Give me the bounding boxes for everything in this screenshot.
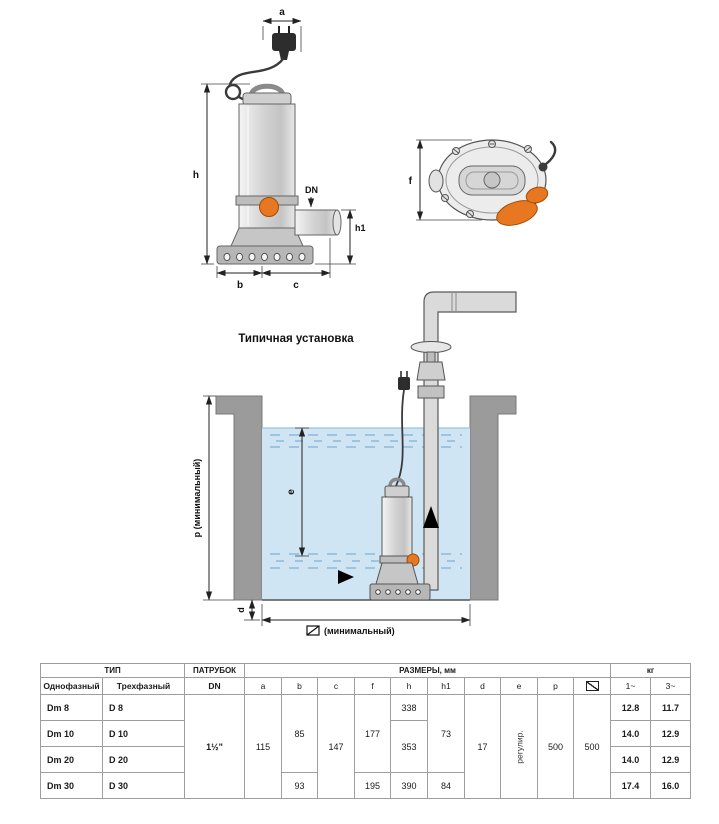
dim-b-label: b xyxy=(237,280,243,291)
cell-model-three: D 30 xyxy=(101,772,186,799)
dimensions-table: ТИП ПАТРУБОК РАЗМЕРЫ, мм кг Однофазный Т… xyxy=(39,663,692,799)
pit-size-icon xyxy=(585,681,599,692)
cell-model-three: D 20 xyxy=(101,746,186,773)
col-p: p xyxy=(537,677,575,695)
installation-diagram: Типичная установка xyxy=(192,291,517,636)
col-dn: DN xyxy=(184,677,246,695)
col-kg-single: 1~ xyxy=(610,677,652,695)
cell-kg3: 12.9 xyxy=(650,720,692,747)
cell-h: 390 xyxy=(390,772,429,799)
col-h: h xyxy=(390,677,429,695)
outlet-port xyxy=(294,209,338,236)
pump-in-pit xyxy=(369,477,431,601)
water xyxy=(262,428,470,600)
col-e: e xyxy=(500,677,539,695)
cell-p: 500 xyxy=(537,694,575,799)
table-row: Dm 20 D 20 14.0 12.9 xyxy=(40,746,692,773)
cell-kg3: 16.0 xyxy=(650,772,692,799)
adjustable-label: регулир. xyxy=(514,729,525,764)
dim-d-label: d xyxy=(236,607,246,613)
technical-drawings: a h xyxy=(192,7,557,636)
col-b: b xyxy=(281,677,319,695)
inflow-arrow-icon xyxy=(338,570,354,584)
table-header-columns: Однофазный Трехфазный DN a b c f h h1 d … xyxy=(40,677,692,695)
cell-a: 115 xyxy=(244,694,283,799)
cell-kg3: 12.9 xyxy=(650,746,692,773)
col-pit-size xyxy=(573,677,612,695)
col-group-sizes: РАЗМЕРЫ, мм xyxy=(244,663,612,678)
cell-h: 353 xyxy=(390,720,429,773)
cell-b: 85 xyxy=(281,694,319,773)
pit-min-label: (минимальный) xyxy=(324,626,395,636)
power-plug-installation xyxy=(395,371,410,487)
table-header-groups: ТИП ПАТРУБОК РАЗМЕРЫ, мм кг xyxy=(39,663,692,678)
cell-f: 195 xyxy=(354,772,392,799)
cell-h1: 73 xyxy=(427,694,466,773)
cell-kg1: 14.0 xyxy=(610,720,652,747)
float-switch-top-view xyxy=(496,200,538,226)
discharge-pipe xyxy=(423,291,517,591)
cell-kg3: 11.7 xyxy=(650,694,692,721)
cell-e: регулир. xyxy=(500,694,539,799)
gate-valve xyxy=(410,341,452,399)
dim-h-label: h xyxy=(193,170,199,181)
cell-dn: 1½" xyxy=(184,694,246,799)
col-h1: h1 xyxy=(427,677,466,695)
dim-dn-label: DN xyxy=(305,185,318,195)
cell-pit: 500 xyxy=(573,694,612,799)
col-group-port: ПАТРУБОК xyxy=(184,663,246,678)
cell-model-three: D 10 xyxy=(101,720,186,747)
dim-f-label: f xyxy=(409,176,413,187)
dim-p-label: p (минимальный) xyxy=(192,459,202,538)
cell-f: 177 xyxy=(354,694,392,773)
pit-wall-left xyxy=(215,395,263,601)
col-three-phase: Трехфазный xyxy=(101,677,186,695)
cell-kg1: 12.8 xyxy=(610,694,652,721)
col-group-type: ТИП xyxy=(39,663,186,678)
cell-model-single: Dm 10 xyxy=(40,720,103,747)
cell-model-single: Dm 20 xyxy=(40,746,103,773)
col-a: a xyxy=(244,677,283,695)
cell-c: 147 xyxy=(317,694,356,799)
table-row: Dm 30 D 30 93 195 390 84 17.4 16.0 xyxy=(40,772,692,799)
col-f: f xyxy=(354,677,392,695)
cell-b: 93 xyxy=(281,772,319,799)
dim-a-label: a xyxy=(279,7,285,18)
col-group-kg: кг xyxy=(610,663,692,678)
pit-wall-right xyxy=(469,395,517,601)
installation-title: Типичная установка xyxy=(238,333,354,345)
col-single-phase: Однофазный xyxy=(40,677,103,695)
pump-side-view-diagram: a h xyxy=(193,7,366,291)
cell-kg1: 17.4 xyxy=(610,772,652,799)
power-plug-icon xyxy=(272,26,296,60)
pump-top-view-diagram: f xyxy=(409,139,557,226)
cell-h: 338 xyxy=(390,694,429,721)
cell-kg1: 14.0 xyxy=(610,746,652,773)
upflow-arrow-icon xyxy=(423,506,439,528)
col-d: d xyxy=(464,677,502,695)
cell-h1: 84 xyxy=(427,772,466,799)
dim-h1-label: h1 xyxy=(355,223,366,233)
dim-c-label: c xyxy=(293,280,299,291)
dim-e-label: e xyxy=(286,489,297,495)
cell-model-single: Dm 8 xyxy=(40,694,103,721)
table-row: Dm 8 D 8 1½" 115 85 147 177 338 73 17 ре… xyxy=(40,694,692,799)
cell-d: 17 xyxy=(464,694,502,799)
pump-body xyxy=(216,83,342,265)
col-kg-three: 3~ xyxy=(650,677,692,695)
screws xyxy=(441,140,532,218)
col-c: c xyxy=(317,677,356,695)
cell-model-three: D 8 xyxy=(101,694,186,721)
float-switch xyxy=(259,197,279,217)
pit-size-icon xyxy=(306,625,320,636)
cell-model-single: Dm 30 xyxy=(40,772,103,799)
